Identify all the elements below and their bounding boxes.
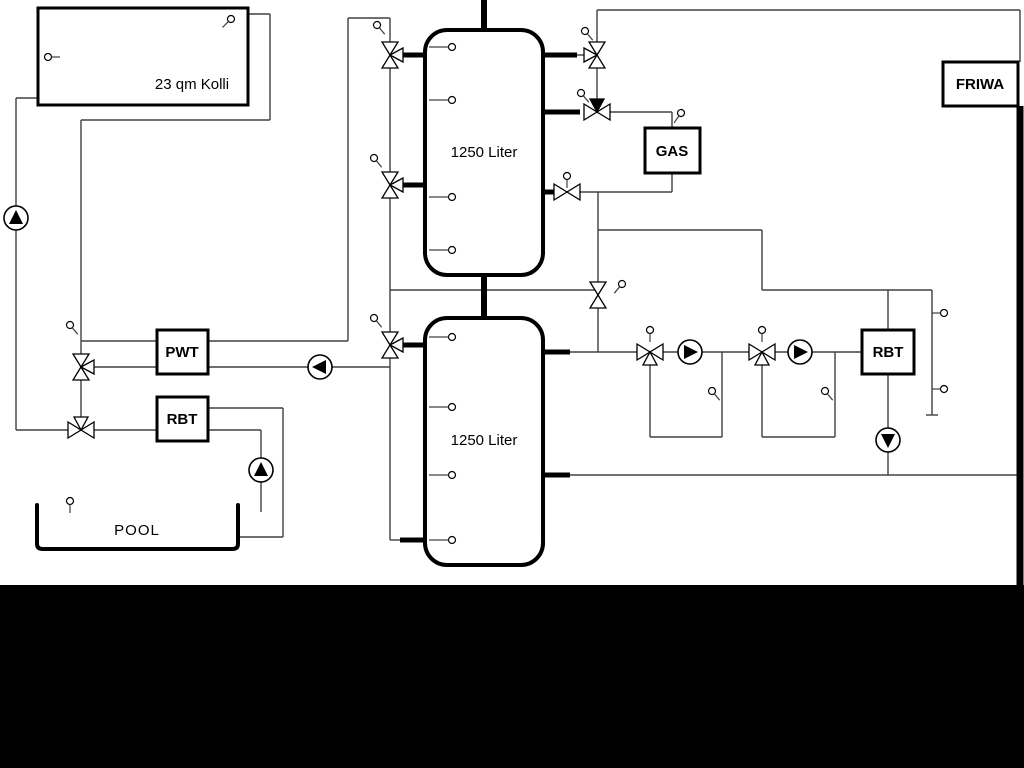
boiler-right-label: RBT xyxy=(873,344,904,361)
sensor-icon-tank1-4 xyxy=(429,245,457,255)
heat-exchanger-label: PWT xyxy=(165,344,198,361)
pump-icon-pool xyxy=(248,457,274,483)
boiler-right-box xyxy=(860,328,916,376)
sensor-icon-tank1-3 xyxy=(429,192,457,202)
three-way-valve-icon-tank1-top xyxy=(380,41,404,69)
sensor-icon-tank2-2 xyxy=(429,402,457,412)
gas-boiler-box xyxy=(643,126,702,175)
pump-icon-charge xyxy=(307,354,333,380)
sensors xyxy=(43,14,949,545)
fresh-water-station-box xyxy=(941,60,1020,108)
sensor-icon-tank2-1 xyxy=(429,332,457,342)
three-way-valve-icon-tank2 xyxy=(380,331,404,359)
pump-icon-boiler-right xyxy=(875,427,901,453)
solar-collector-label: 23 qm Kolli xyxy=(155,76,229,93)
three-way-valve-icon-pwt xyxy=(71,353,95,381)
sensor-icon-collector-top xyxy=(222,14,236,28)
boiler-left-box xyxy=(155,395,210,443)
actuator-icon-valve-distribution xyxy=(613,279,627,294)
thick-pipes xyxy=(398,0,1024,585)
letterbox-bottom xyxy=(0,585,1024,768)
actuator-icon-valve-tank1-mid xyxy=(369,153,383,168)
gas-boiler-label: GAS xyxy=(656,143,689,160)
actuator-icon-valve-circuit-2 xyxy=(757,325,767,342)
valve-icon-gas-return xyxy=(553,182,581,202)
actuator-icon-valve-tank1-top xyxy=(372,20,386,35)
sensor-icon-pool xyxy=(65,496,75,513)
sensor-icon-circuit-2 xyxy=(820,386,834,401)
pump-icon-circuit-2 xyxy=(787,339,813,365)
pool-label: POOL xyxy=(114,522,160,539)
heat-exchanger-box xyxy=(155,328,210,376)
actuator-icon-valve-gas-return xyxy=(562,171,572,188)
three-way-valve-icon-tank1-right-top xyxy=(583,41,607,69)
sensor-icon-tank1-1 xyxy=(429,42,457,52)
sensor-icon-tank1-2 xyxy=(429,95,457,105)
valve-icon-distribution xyxy=(588,281,608,309)
pump-icon-circuit-1 xyxy=(677,339,703,365)
pump-icon-solar xyxy=(3,205,29,231)
sensor-icon-tank2-4 xyxy=(429,535,457,545)
pool-basin xyxy=(35,503,240,551)
three-way-valve-icon-rbt-left xyxy=(67,416,95,440)
sensor-icon-separator-top xyxy=(932,308,949,318)
actuator-icon-valve-circuit-1 xyxy=(645,325,655,342)
fresh-water-station-label: FRIWA xyxy=(956,76,1004,93)
sensor-icon-tank2-3 xyxy=(429,470,457,480)
buffer-tank-bottom xyxy=(423,316,545,567)
actuator-icon-valve-tank2 xyxy=(369,313,383,328)
solar-collector-box xyxy=(36,6,250,107)
three-way-valve-icon-circuit-2 xyxy=(748,342,776,366)
sensor-icon-gas-pipe xyxy=(673,108,686,124)
three-way-valve-icon-circuit-1 xyxy=(636,342,664,366)
actuator-icon-valve-gas-supply xyxy=(576,88,590,103)
sensor-icon-circuit-1 xyxy=(707,386,721,401)
actuator-icon-valve-right-top xyxy=(580,26,594,41)
boiler-left-label: RBT xyxy=(167,411,198,428)
sensor-icon-collector-left xyxy=(43,52,60,62)
sensor-icon-separator-bottom xyxy=(932,384,949,394)
three-way-valve-icon-tank1-mid xyxy=(380,171,404,199)
three-way-valve-icon-gas-supply xyxy=(583,98,611,122)
buffer-tank-top xyxy=(423,28,545,277)
sensor-icon-solar-pipe xyxy=(65,320,79,335)
buffer-tank-top-label: 1250 Liter xyxy=(451,144,518,161)
valves xyxy=(67,41,776,440)
buffer-tank-bottom-label: 1250 Liter xyxy=(451,432,518,449)
pumps xyxy=(3,205,901,483)
